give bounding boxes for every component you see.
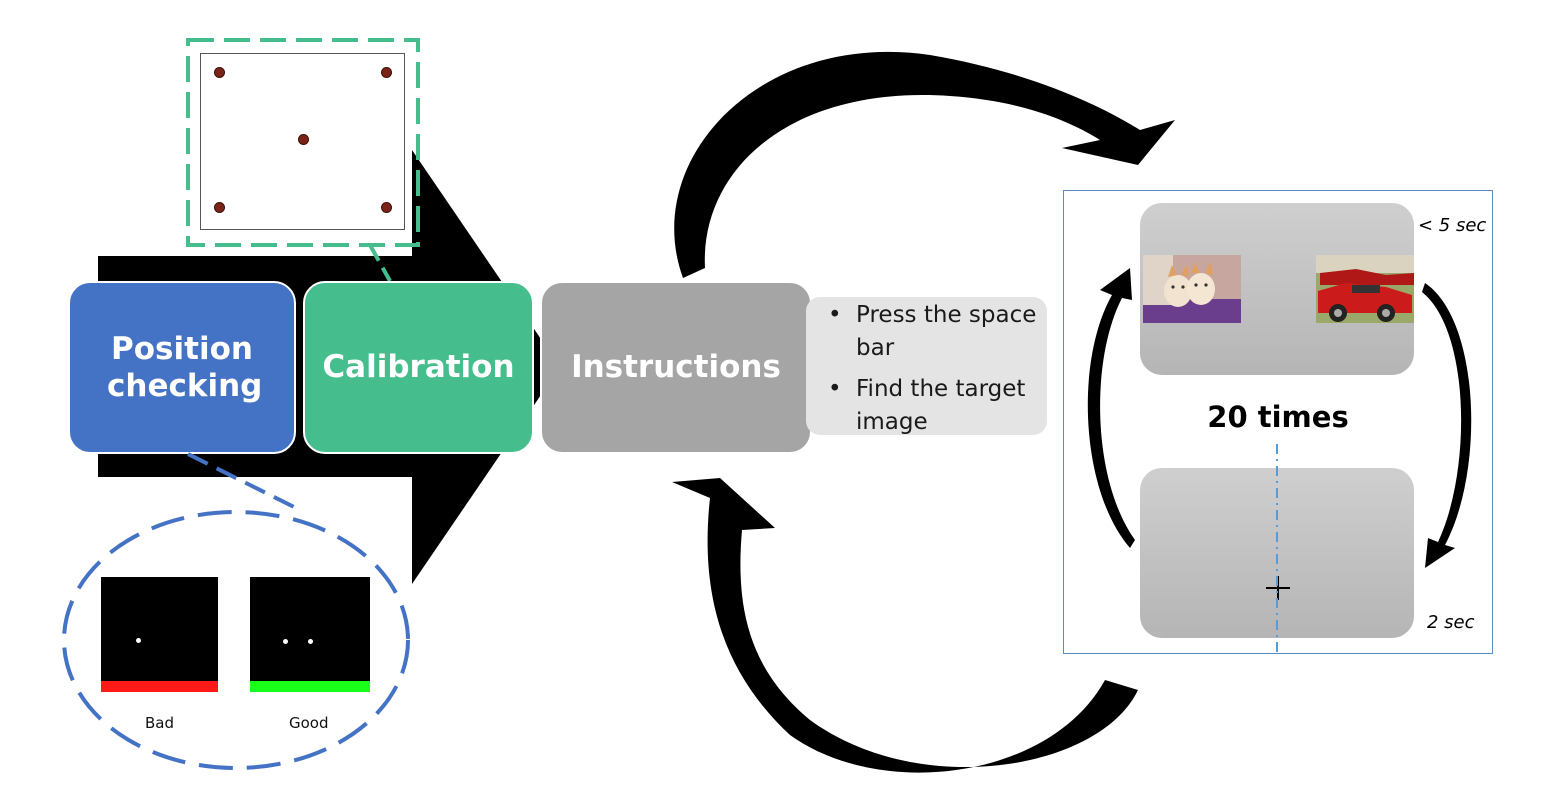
eye-dot-icon: [283, 639, 288, 644]
repeat-count-label: 20 times: [1207, 400, 1349, 434]
car-image: [1316, 255, 1414, 323]
kitten-image: [1143, 255, 1241, 323]
instruction-item: Press the space bar: [828, 299, 1047, 365]
step-position-checking-label: Position checking: [107, 330, 263, 404]
top-screen-duration: < 5 sec: [1418, 215, 1487, 236]
position-bad-bar: [101, 681, 218, 692]
step-position-checking: Position checking: [68, 281, 296, 454]
calibration-dot-icon: [298, 134, 309, 145]
calibration-screen: [200, 53, 405, 230]
position-good-label: Good: [289, 714, 329, 732]
position-good-screen: [250, 577, 370, 681]
calibration-dot-icon: [381, 202, 392, 213]
eye-dot-icon: [136, 638, 141, 643]
instruction-item: Find the target image: [828, 373, 1047, 439]
instructions-panel: Press the space bar Find the target imag…: [806, 297, 1047, 435]
calibration-dot-icon: [214, 67, 225, 78]
bottom-screen-duration: 2 sec: [1427, 612, 1475, 633]
step-calibration: Calibration: [303, 281, 534, 454]
eye-dot-icon: [308, 639, 313, 644]
position-bad-label: Bad: [145, 714, 175, 732]
step-instructions-label: Instructions: [571, 349, 781, 386]
calibration-dot-icon: [214, 202, 225, 213]
step-calibration-label: Calibration: [322, 349, 515, 386]
calibration-dot-icon: [381, 67, 392, 78]
step-instructions: Instructions: [540, 281, 812, 454]
position-good-bar: [250, 681, 370, 692]
position-bad-screen: [101, 577, 218, 681]
